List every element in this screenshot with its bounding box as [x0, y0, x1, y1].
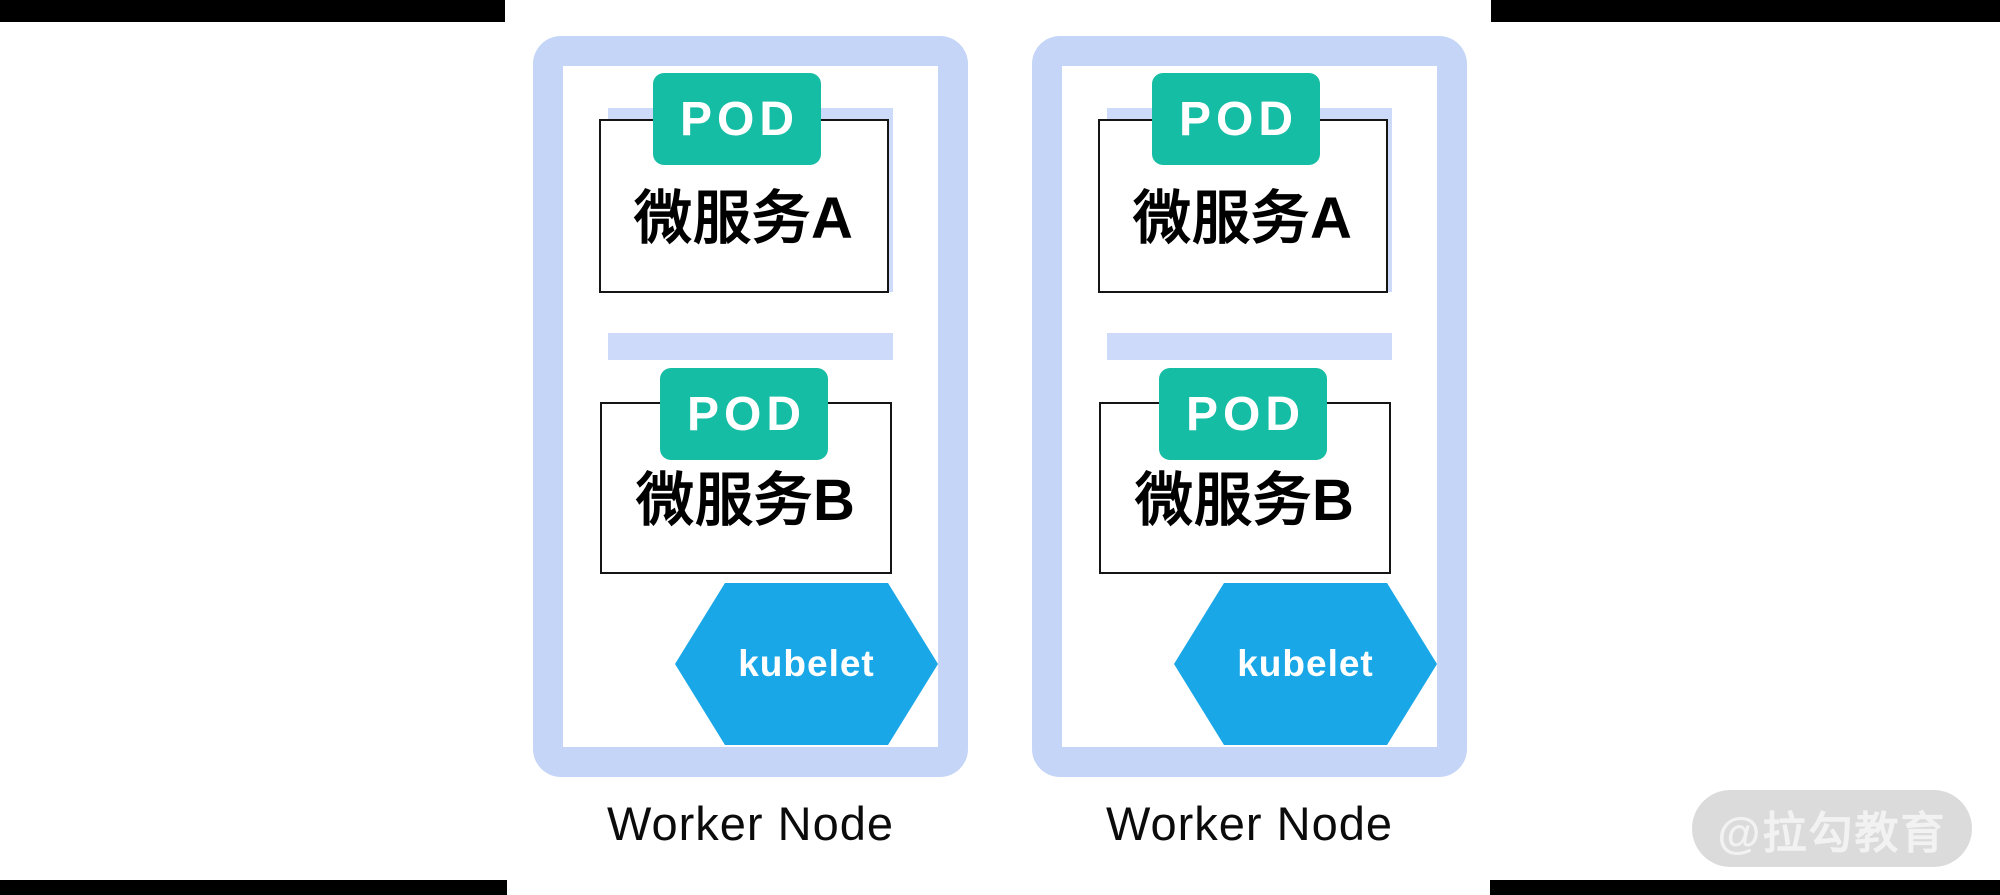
- pod-b-shadow-strip: [608, 333, 893, 360]
- microservice-b-label: 微服务B: [636, 468, 856, 533]
- pod-badge: POD: [653, 73, 821, 165]
- worker-node-1-title: Worker Node: [606, 797, 894, 850]
- microservice-a-label: 微服务A: [634, 186, 854, 251]
- pod-badge-label: POD: [686, 387, 806, 441]
- pod-badge: POD: [1159, 368, 1327, 460]
- kubelet-hexagon: kubelet: [675, 583, 938, 745]
- letterbox-bar-bottom-left: [0, 880, 507, 895]
- pod-badge-label: POD: [679, 92, 799, 146]
- pod-badge-label: POD: [1185, 387, 1305, 441]
- pod-badge-label: POD: [1178, 92, 1298, 146]
- watermark-text: @拉勾教育: [1717, 808, 1947, 858]
- kubelet-hexagon: kubelet: [1174, 583, 1437, 745]
- worker-node-1-frame: 微服务A POD 微服务B POD kubelet: [533, 36, 968, 777]
- kubelet-label: kubelet: [738, 643, 875, 684]
- microservice-a-label: 微服务A: [1133, 186, 1353, 251]
- letterbox-bar-top-left: [0, 0, 505, 22]
- pod-b-shadow-strip: [1107, 333, 1392, 360]
- letterbox-bar-bottom-right: [1490, 880, 2000, 895]
- pod-badge: POD: [660, 368, 828, 460]
- microservice-b-label: 微服务B: [1135, 468, 1355, 533]
- kubelet-label: kubelet: [1237, 643, 1374, 684]
- microservice-b-box: 微服务B: [1099, 402, 1391, 574]
- pod-badge: POD: [1152, 73, 1320, 165]
- worker-node-2-frame: 微服务A POD 微服务B POD kubelet: [1032, 36, 1467, 777]
- letterbox-bar-top-right: [1491, 0, 2000, 22]
- worker-node-2-title: Worker Node: [1105, 797, 1393, 850]
- watermark-pill: @拉勾教育: [1692, 790, 1972, 867]
